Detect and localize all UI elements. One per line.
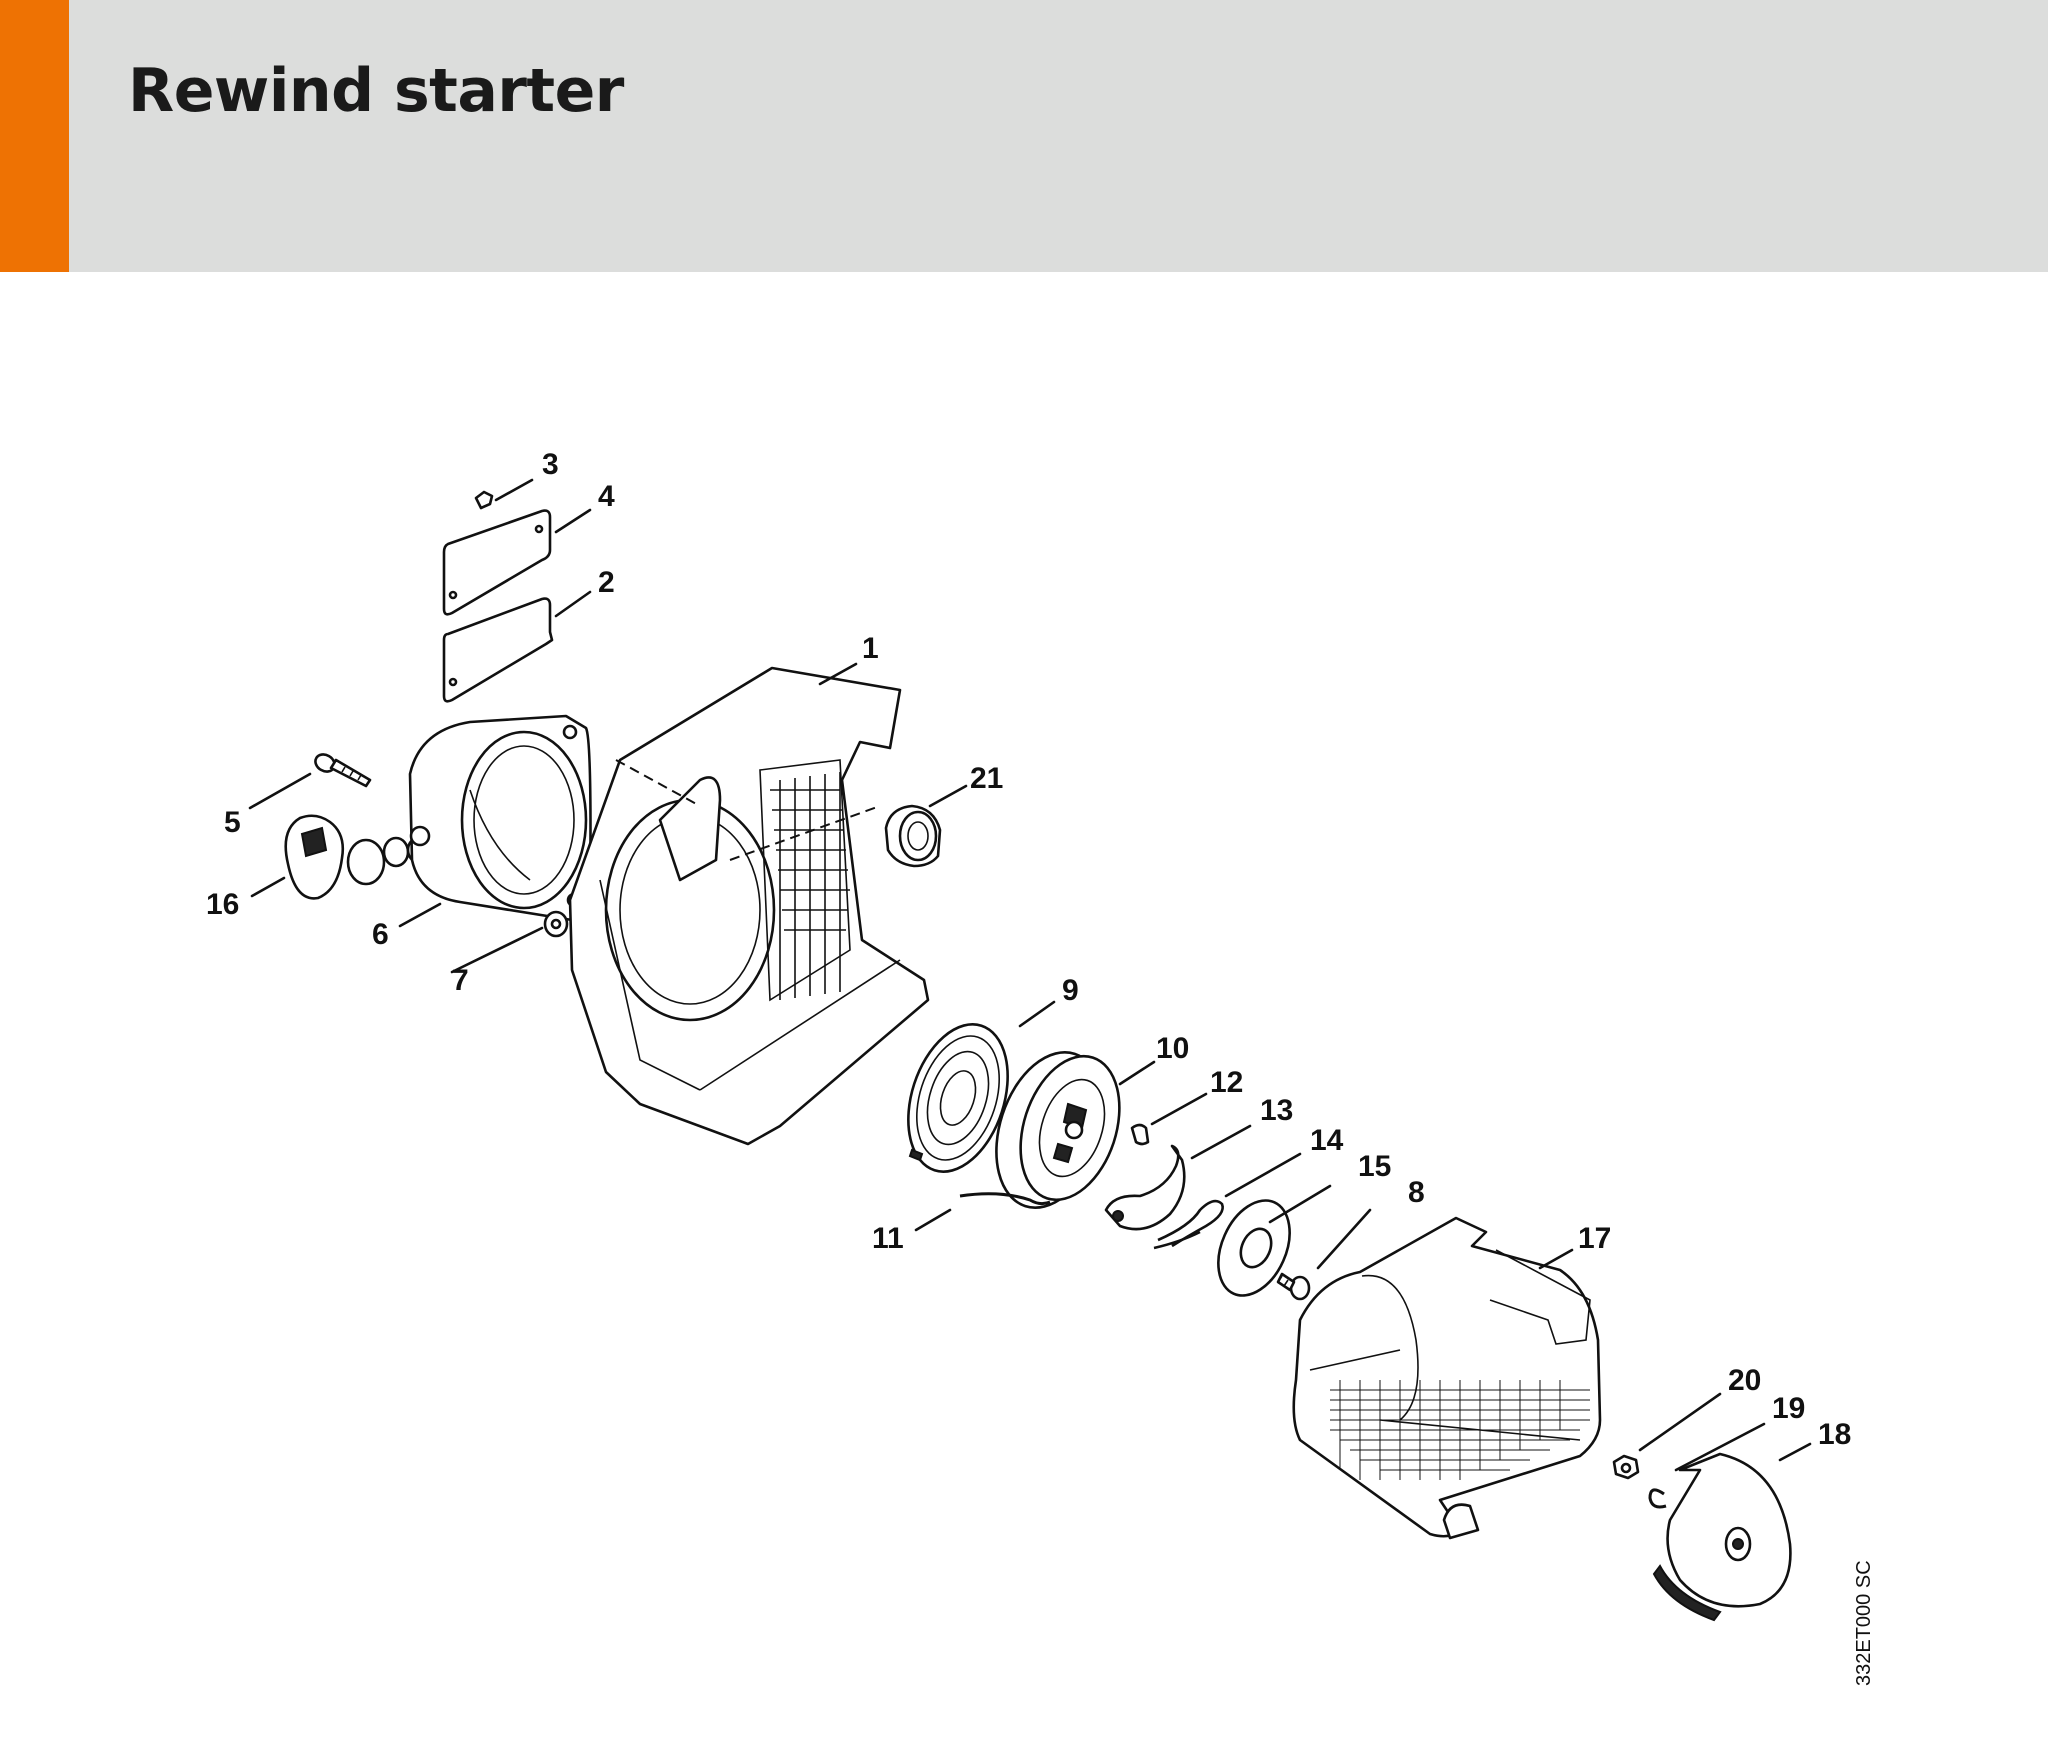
- callout-12: 12: [1210, 1066, 1243, 1099]
- callout-19: 19: [1772, 1392, 1805, 1425]
- callout-15: 15: [1358, 1150, 1391, 1183]
- page-header: Rewind starter: [0, 0, 2048, 272]
- callout-7: 7: [452, 964, 469, 997]
- part-20-nut: [1612, 1454, 1640, 1480]
- part-3-screw: [474, 490, 494, 510]
- part-11-rope: [959, 1192, 1051, 1206]
- part-13-carrier: [1104, 1144, 1186, 1231]
- part-21-sleeve: [884, 804, 942, 868]
- callout-14: 14: [1310, 1124, 1344, 1157]
- part-7-washer: [543, 910, 569, 938]
- callout-16: 16: [206, 888, 239, 921]
- callout-21: 21: [970, 762, 1003, 795]
- leader-lines: [248, 478, 1812, 1472]
- callout-10: 10: [1156, 1032, 1189, 1065]
- part-4-plate: [442, 509, 552, 616]
- callout-13: 13: [1260, 1094, 1293, 1127]
- callout-8: 8: [1408, 1176, 1425, 1209]
- callout-1: 1: [862, 632, 879, 665]
- callout-4: 4: [598, 480, 615, 513]
- part-5-bolt: [314, 753, 372, 788]
- callout-3: 3: [542, 448, 559, 481]
- part-9-rewind-spring: [907, 1023, 1009, 1173]
- part-6-housing: [408, 714, 592, 922]
- callout-11: 11: [872, 1222, 904, 1255]
- part-19-snap-ring: [1648, 1488, 1667, 1509]
- part-18-cap: [1652, 1452, 1792, 1622]
- image-code: 332ET000 SC: [1853, 1560, 1875, 1686]
- part-15-washer: [1217, 1199, 1291, 1297]
- callout-6: 6: [372, 918, 389, 951]
- part-16-starter-grip: [284, 814, 430, 900]
- part-17-starter-cover: [1292, 1216, 1602, 1540]
- page-title: Rewind starter: [128, 56, 624, 126]
- callout-9: 9: [1062, 974, 1079, 1007]
- part-12-pawl: [1130, 1123, 1150, 1146]
- part-1-fan-housing: [568, 666, 930, 1146]
- part-8-screw: [1276, 1272, 1311, 1301]
- callout-18: 18: [1818, 1418, 1851, 1451]
- callout-2: 2: [598, 566, 615, 599]
- accent-bar: [0, 0, 69, 272]
- part-2-gasket: [442, 597, 554, 703]
- callout-20: 20: [1728, 1364, 1761, 1397]
- part-14-spring-clip: [1153, 1199, 1224, 1250]
- callout-17: 17: [1578, 1222, 1611, 1255]
- callout-labels: 3 4 2 1 21 5 16 6 7 9 10 12 13 14 15 8 1…: [206, 448, 1851, 1451]
- callout-5: 5: [224, 806, 241, 839]
- part-10-rope-rotor: [995, 1051, 1121, 1209]
